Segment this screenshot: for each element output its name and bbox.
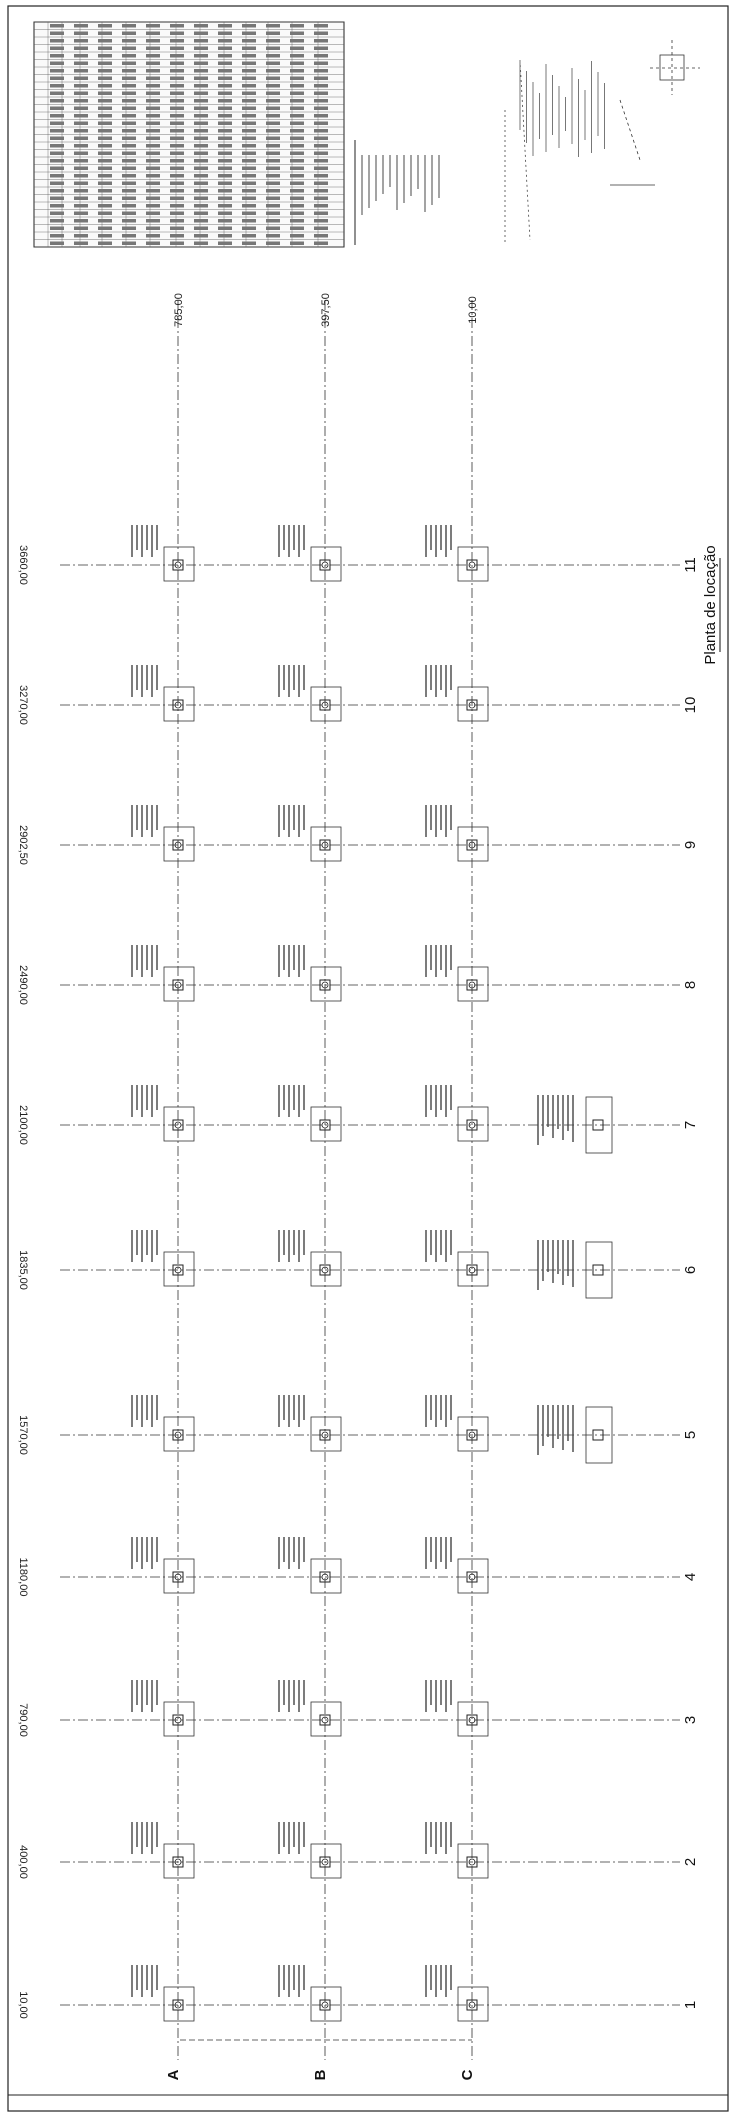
footing <box>425 1822 489 1879</box>
footing <box>425 1395 489 1452</box>
key-detail <box>610 40 700 186</box>
column-axis-coord-2: 400,00 <box>17 1845 29 1879</box>
footing <box>131 1680 195 1737</box>
footing <box>425 1537 489 1594</box>
column-axis-coord-4: 1180,00 <box>17 1558 29 1597</box>
footing <box>425 945 489 1002</box>
footing <box>131 1822 195 1879</box>
footing <box>537 1095 613 1154</box>
footing <box>425 665 489 722</box>
footing <box>425 805 489 862</box>
column-axis-label-10: 10 <box>682 697 699 714</box>
footing <box>278 525 342 582</box>
column-axis-label-11: 11 <box>682 557 699 573</box>
row-axis-coord-B: 397,50 <box>320 293 332 327</box>
footing <box>278 805 342 862</box>
column-axis-coord-5: 1570,00 <box>17 1415 29 1455</box>
column-axis-label-9: 9 <box>682 841 699 849</box>
axis-grid: 1 10,00 2 400,00 3 790,00 4 1180,00 5 1570,00 6 183… <box>17 293 699 2080</box>
column-axis-coord-8: 2490,00 <box>17 965 29 1005</box>
drawing-title: Planta de locação <box>702 545 719 664</box>
column-axis-label-1: 1 <box>682 2001 699 2009</box>
column-axis-coord-9: 2902,50 <box>17 825 29 865</box>
footing <box>278 665 342 722</box>
footing <box>131 805 195 862</box>
footing <box>425 1680 489 1737</box>
footing <box>131 1230 195 1287</box>
footing <box>425 525 489 582</box>
footing <box>131 665 195 722</box>
notes-block <box>504 59 605 245</box>
row-axis-label-C: C <box>459 2069 476 2080</box>
column-axis-coord-10: 3270,00 <box>17 685 29 725</box>
footing <box>131 1965 195 2022</box>
column-axis-coord-1: 10,00 <box>17 1991 29 2019</box>
row-axis-label-B: B <box>312 2069 329 2080</box>
column-axis-coord-11: 3660,00 <box>17 545 29 585</box>
column-axis-label-6: 6 <box>682 1266 699 1274</box>
footing <box>278 1965 342 2022</box>
footing <box>278 1085 342 1142</box>
footing <box>278 1822 342 1879</box>
row-axis-label-A: A <box>165 2069 182 2080</box>
footings <box>131 525 613 2041</box>
column-axis-coord-7: 2100,00 <box>17 1105 29 1145</box>
footing <box>131 525 195 582</box>
footing <box>425 1230 489 1287</box>
footing <box>278 1395 342 1452</box>
footing <box>278 1537 342 1594</box>
column-axis-label-2: 2 <box>682 1858 699 1866</box>
row-axis-coord-A: 785,00 <box>173 293 185 327</box>
footing <box>278 1680 342 1737</box>
column-axis-label-5: 5 <box>682 1431 699 1439</box>
footing <box>537 1240 613 1299</box>
legend-block <box>354 140 440 245</box>
footing <box>131 1085 195 1142</box>
footing <box>425 1965 489 2022</box>
footing <box>131 1537 195 1594</box>
column-axis-coord-6: 1835,00 <box>17 1250 29 1290</box>
column-axis-label-8: 8 <box>682 981 699 989</box>
column-axis-coord-3: 790,00 <box>17 1703 29 1737</box>
footing <box>131 945 195 1002</box>
footing <box>278 945 342 1002</box>
column-axis-label-3: 3 <box>682 1716 699 1724</box>
column-axis-label-4: 4 <box>682 1573 699 1581</box>
sheet-border <box>7 5 729 2112</box>
footing <box>537 1405 613 1464</box>
row-axis-coord-C: 10,00 <box>467 296 479 324</box>
footing <box>131 1395 195 1452</box>
footing <box>425 1085 489 1142</box>
column-axis-label-7: 7 <box>682 1121 699 1129</box>
footing <box>278 1230 342 1287</box>
foundation-table <box>33 21 345 248</box>
